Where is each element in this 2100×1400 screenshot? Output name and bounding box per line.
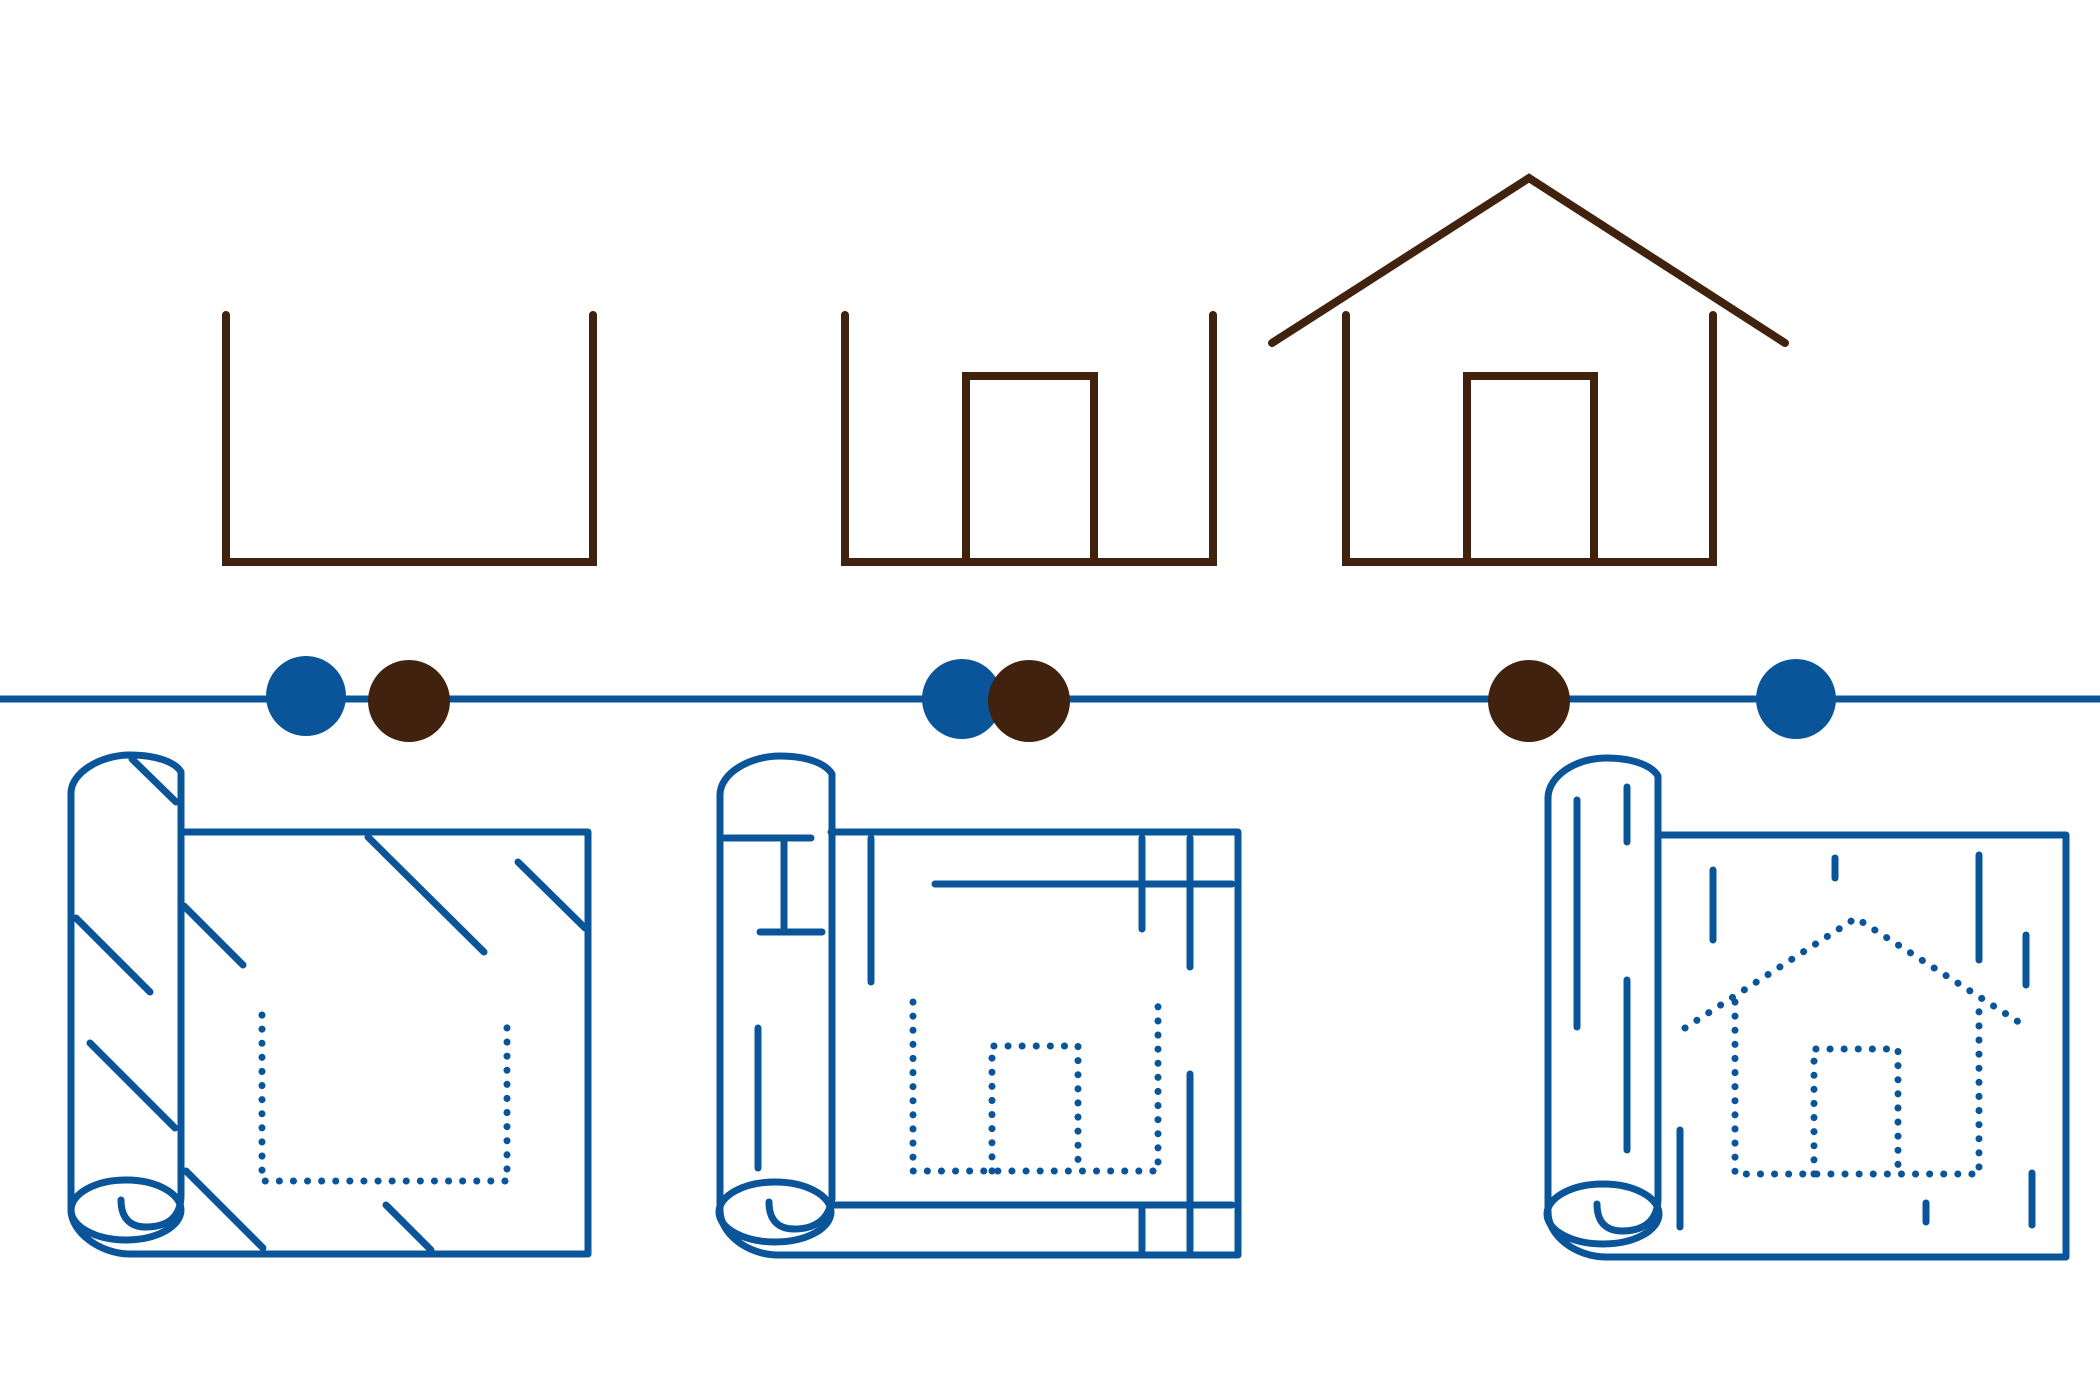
timeline: [0, 656, 2100, 742]
timeline-marker-brown-3: [1488, 660, 1570, 742]
house-stage-3-icon: [1268, 173, 1789, 566]
timeline-marker-blue-2: [922, 659, 1002, 739]
timeline-marker-blue-3: [1756, 659, 1836, 739]
house-stage-1-icon: [222, 311, 597, 566]
timeline-marker-blue-1: [266, 656, 346, 736]
timeline-marker-brown-1: [368, 660, 450, 742]
timeline-marker-brown-2: [988, 660, 1070, 742]
house-stage-2-icon: [841, 311, 1217, 566]
blueprint-stage-1-icon: [67, 751, 592, 1258]
blueprint-stage-2-icon: [715, 752, 1242, 1259]
blueprint-stage-3-icon: [1543, 754, 2070, 1261]
